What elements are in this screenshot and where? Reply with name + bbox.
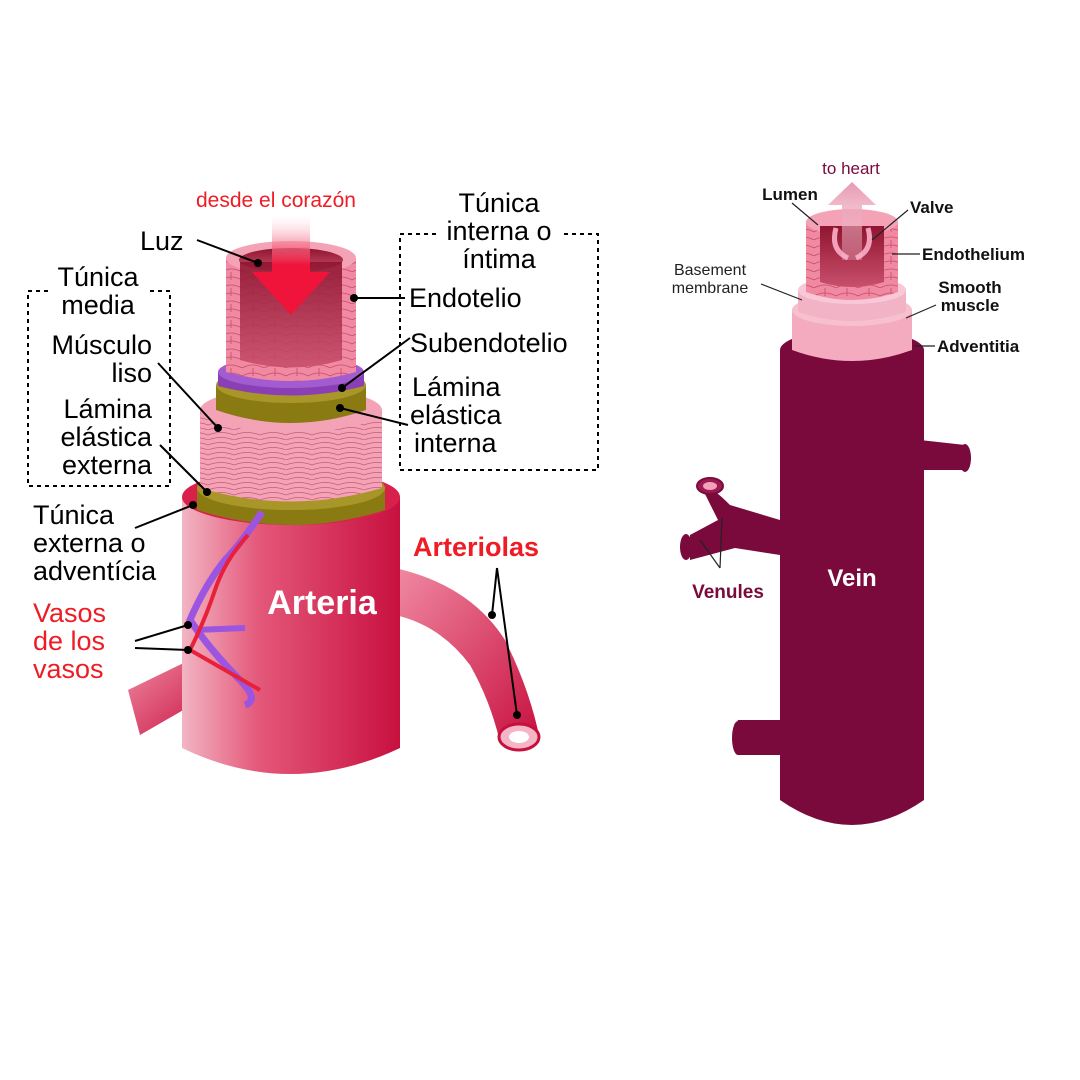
tunica-externa-label-1: Túnica (33, 500, 115, 530)
artery-leader-lines (134, 239, 521, 719)
tunica-interna-bracket (399, 233, 599, 471)
tunica-interna-label-3: íntima (462, 244, 537, 274)
venules-label: Venules (692, 582, 764, 603)
arrow-label: desde el corazón (196, 189, 356, 212)
vein-leader-lines (699, 202, 937, 569)
vein-title: Vein (827, 565, 876, 592)
lamina-externa-label-2: elástica (60, 422, 153, 452)
venule-branches (690, 487, 780, 560)
vasos-label-2: de los (33, 626, 105, 656)
smooth-label-2: muscle (941, 296, 1000, 315)
to-heart-label: to heart (822, 159, 880, 178)
basement-label-1: Basement (674, 262, 747, 279)
smooth-muscle-layer (200, 410, 382, 502)
tunica-media-label-2: media (61, 290, 136, 320)
tunica-interna-label-2: interna o (446, 216, 551, 246)
vasa-vasorum-red (187, 533, 261, 692)
lamina-interna-label-2: elástica (410, 400, 503, 430)
to-heart-arrow (828, 182, 876, 260)
tunica-media-bracket (27, 290, 171, 487)
artery-title: Arteria (267, 584, 378, 622)
tunica-externa-label-2: externa o (33, 528, 146, 558)
lumen-label: Lumen (762, 185, 818, 204)
endotelio-label: Endotelio (409, 283, 522, 313)
musculo-label-1: Músculo (51, 330, 152, 360)
tunica-externa-label-3: adventícia (33, 556, 157, 586)
vein-right-branch (920, 440, 969, 470)
vasos-label-1: Vasos (33, 598, 106, 628)
arteriole-branch (395, 568, 540, 742)
valve-label: Valve (910, 198, 954, 217)
vasos-label-3: vasos (33, 654, 104, 684)
adventitia-label: Adventitia (937, 337, 1020, 356)
musculo-label-2: liso (111, 358, 152, 388)
subendotelio-label: Subendotelio (410, 328, 568, 358)
luz-label: Luz (140, 226, 184, 256)
artery-illustration (128, 215, 541, 774)
tunica-media-label-1: Túnica (57, 262, 139, 292)
arteriole-lumen (509, 731, 529, 743)
lamina-externa-label-3: externa (62, 450, 153, 480)
lamina-interna-label-3: interna (414, 428, 498, 458)
vein-illustration (680, 182, 971, 825)
arteriolas-label: Arteriolas (413, 532, 539, 562)
vein-left-lower-branch (734, 720, 780, 755)
basement-label-2: membrane (672, 280, 749, 297)
vein-trunk (780, 350, 924, 825)
blood-flow-arrow (252, 215, 330, 315)
smooth-label-1: Smooth (938, 278, 1001, 297)
artery-trunk (182, 497, 400, 774)
lamina-externa-label-1: Lámina (63, 394, 153, 424)
tunica-interna-label-1: Túnica (458, 188, 540, 218)
endothelium-label: Endothelium (922, 245, 1025, 264)
lamina-interna-label-1: Lámina (412, 372, 502, 402)
